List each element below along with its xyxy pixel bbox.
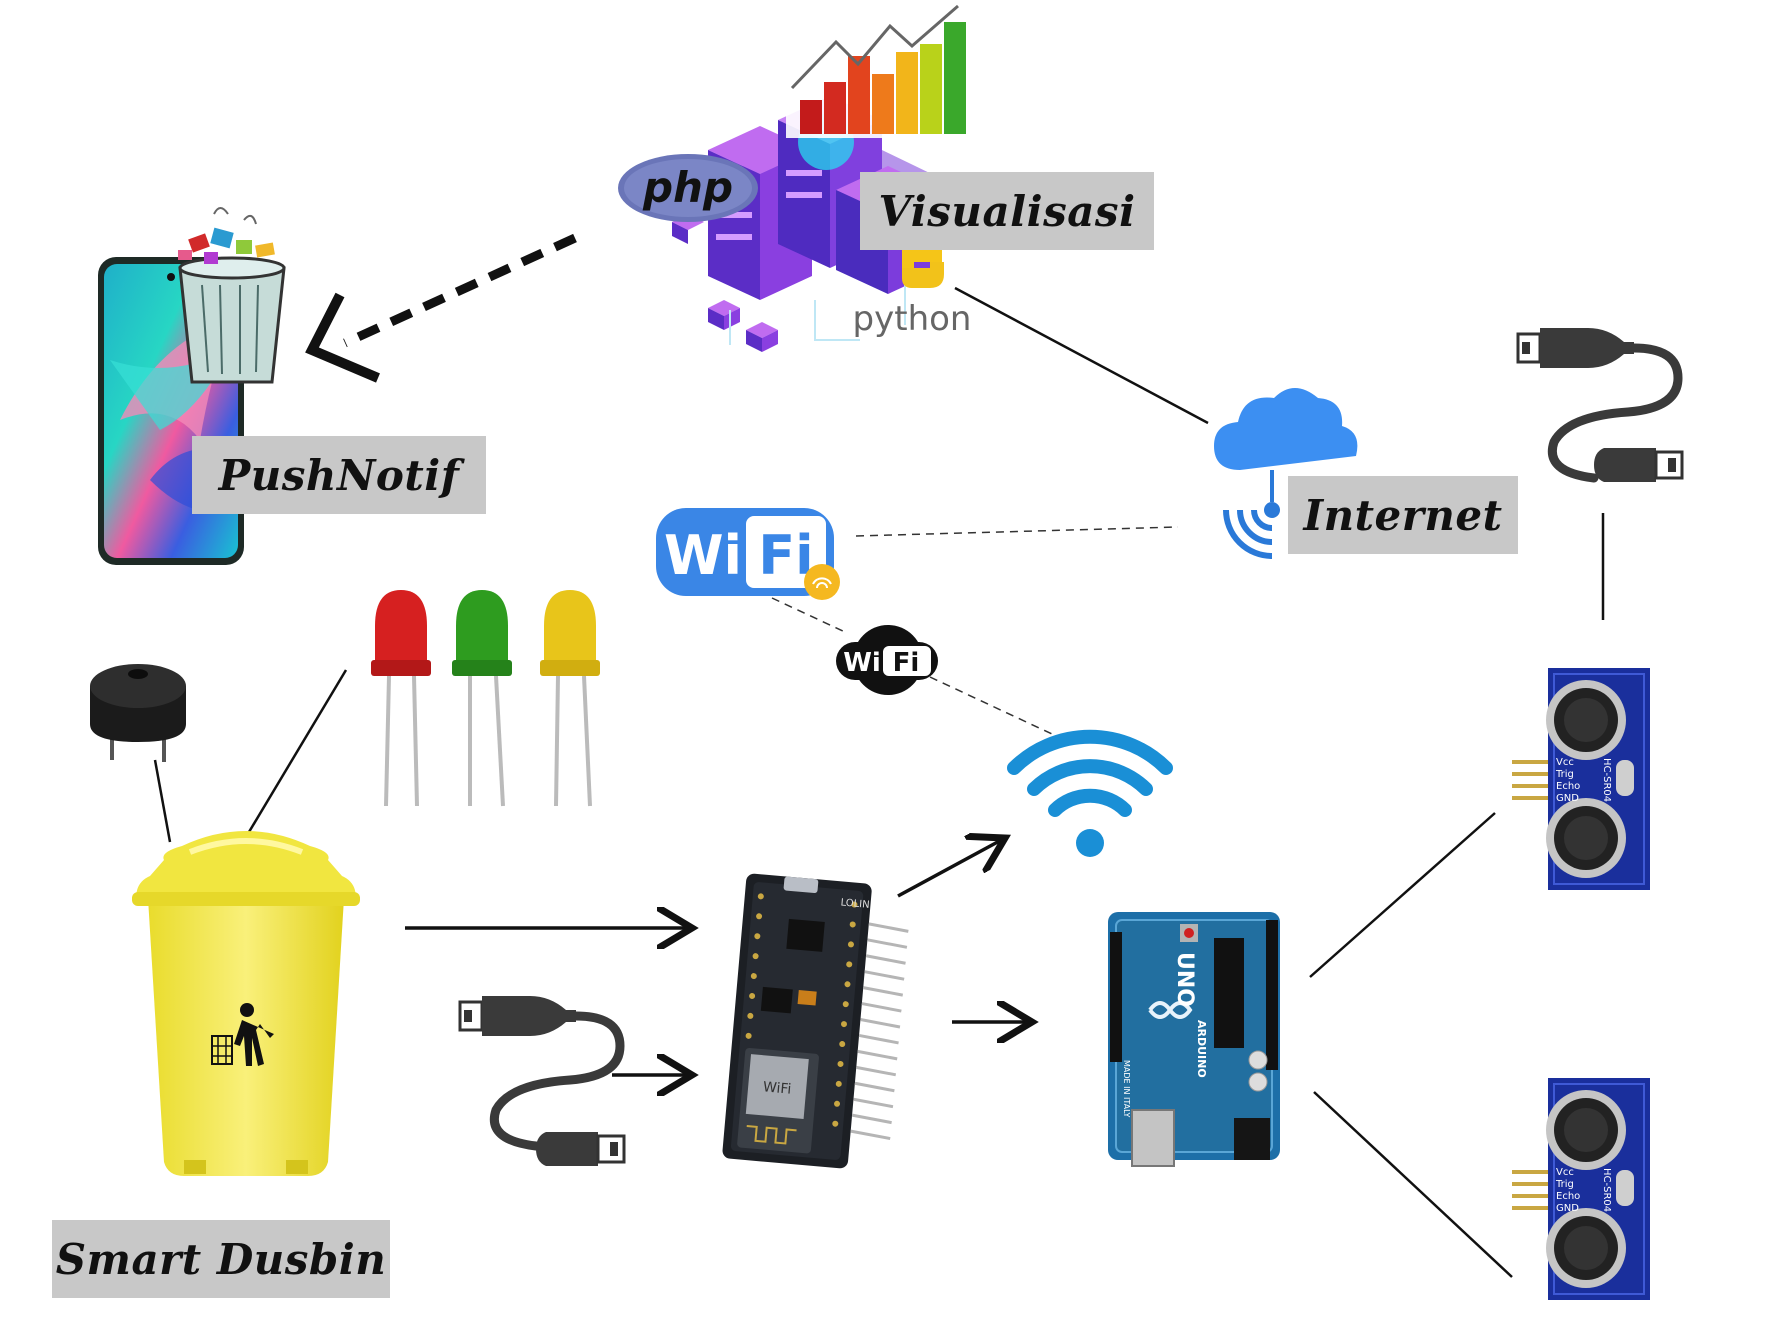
led-green-icon — [452, 590, 512, 807]
push-notification-arrow — [343, 233, 577, 348]
wifi-signal-icon — [1007, 729, 1173, 857]
sensor-top-pin-echo: Echo — [1556, 781, 1580, 792]
wifi-logo-icon: Wi Fi — [656, 508, 840, 600]
svg-text:Fi: Fi — [893, 648, 920, 678]
arduino-sensor-top-line — [1309, 812, 1496, 978]
sensor-top-pin-trig: Trig — [1555, 769, 1574, 780]
led-red-icon — [371, 590, 431, 807]
led-line — [241, 669, 348, 843]
smart-dusbin-label: Smart Dusbin — [55, 1234, 387, 1284]
esp-brand-text: LOLIN — [840, 897, 870, 910]
smart-dustbin-icon — [132, 831, 360, 1176]
pushnotif-label: PushNotif — [218, 450, 460, 500]
sensor-bottom-pin-echo: Echo — [1556, 1191, 1580, 1202]
esp-wifi-text: WiFi — [762, 1079, 792, 1097]
sensor-top-pin-vcc: Vcc — [1556, 757, 1574, 768]
svg-text:Wi: Wi — [664, 524, 742, 587]
buzzer-icon — [90, 664, 186, 762]
arduino-brand-text: ARDUINO — [1195, 1020, 1208, 1078]
arduino-sensor-bottom-line — [1313, 1091, 1513, 1278]
push-notification-arrowhead — [305, 292, 380, 383]
sensor-bottom-pin-gnd: GND — [1556, 1203, 1579, 1214]
pushnotif-label-box: PushNotif — [192, 436, 486, 514]
led-yellow-icon — [540, 590, 600, 807]
sensor-top-pin-gnd: GND — [1556, 793, 1579, 804]
visualisasi-label: Visualisasi — [878, 186, 1136, 236]
internet-label: Internet — [1303, 490, 1503, 540]
sensor-bottom-pin-vcc: Vcc — [1556, 1167, 1574, 1178]
smart-dusbin-label-box: Smart Dusbin — [52, 1220, 390, 1298]
arduino-uno-board: UNO ARDUINO MADE IN ITALY — [1108, 912, 1280, 1167]
wifi-router-dashed-line — [771, 597, 846, 633]
server-internet-line — [954, 286, 1209, 425]
trash-can-icon — [178, 207, 286, 384]
connections — [153, 233, 1605, 1278]
wifi-small-dashed-line — [929, 676, 1053, 735]
nodemcu-esp8266-board: WiFi LOLIN — [722, 873, 909, 1169]
wifi-internet-dashed-line — [855, 526, 1179, 537]
ultrasonic-sensor-top: Vcc Trig Echo GND HC-SR04 — [1512, 668, 1650, 890]
esp-to-wifi-arrow — [897, 838, 1005, 898]
cloud-icon — [1214, 388, 1358, 559]
svg-text:Wi: Wi — [843, 648, 881, 678]
sensor-bottom-model-text: HC-SR04 — [1601, 1168, 1612, 1212]
bar-chart-icon — [786, 4, 986, 138]
ultrasonic-sensor-bottom: Vcc Trig Echo GND HC-SR04 — [1512, 1078, 1650, 1300]
arduino-madein-text: MADE IN ITALY — [1122, 1060, 1131, 1118]
python-logo-text: python — [853, 299, 972, 339]
php-logo-text: php — [642, 163, 733, 212]
php-logo: php — [618, 154, 758, 222]
svg-text:Fi: Fi — [758, 524, 813, 587]
buzzer-line — [153, 759, 172, 843]
sensor-top-model-text: HC-SR04 — [1601, 758, 1612, 802]
arduino-uno-text: UNO — [1172, 952, 1197, 1007]
internet-label-box: Internet — [1288, 476, 1518, 554]
wifi-small-logo-icon: Wi Fi — [836, 625, 938, 695]
visualisasi-label-box: Visualisasi — [860, 172, 1154, 250]
sensor-bottom-pin-trig: Trig — [1555, 1179, 1574, 1190]
usb-cable-bottom-icon — [458, 996, 626, 1166]
usb-cable-top-icon — [1516, 328, 1684, 483]
